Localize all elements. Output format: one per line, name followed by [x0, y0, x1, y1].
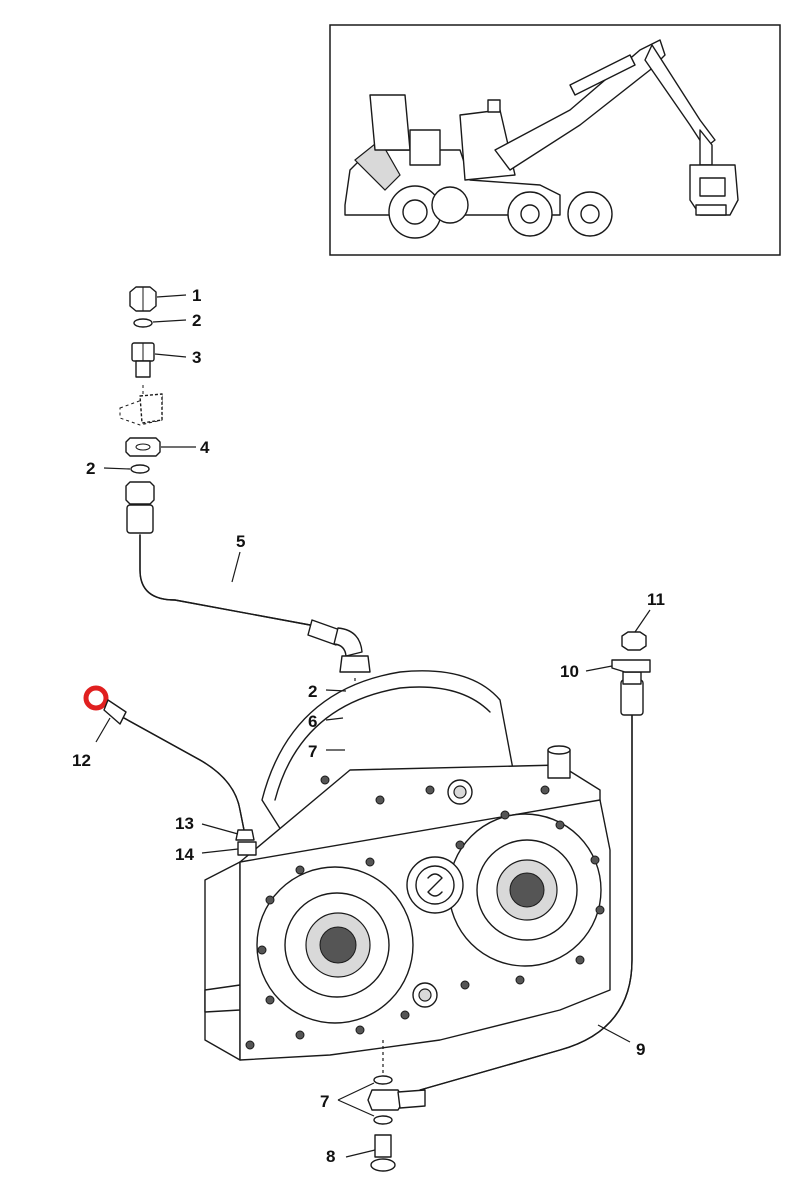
callout-10: 10	[560, 662, 579, 681]
callout-5: 5	[236, 532, 245, 551]
seal-washer-part-7-upper	[373, 1075, 393, 1085]
callout-9: 9	[636, 1040, 645, 1059]
machine-overview-inset	[329, 24, 781, 256]
upper-fitting-assembly	[119, 286, 163, 534]
callout-12: 12	[72, 751, 91, 770]
leader-lines	[95, 294, 651, 1158]
hydraulic-hose-part-5	[139, 534, 371, 673]
seal-washer-part-7-lower	[373, 1115, 393, 1125]
seal-ring-part-13	[235, 829, 255, 841]
lock-nut-part-4	[125, 437, 161, 457]
return-pipe-part-9	[419, 671, 644, 1091]
callout-labels: 1 2 3 4 2 5 11 10 2 6 7 12 13 14 9 7 8	[72, 286, 665, 1166]
callout-8: 8	[326, 1147, 335, 1166]
callout-2-lower: 2	[86, 459, 95, 478]
dipstick-ring-handle-highlighted	[83, 685, 109, 711]
callout-14: 14	[175, 845, 194, 864]
callout-2-upper: 2	[192, 311, 201, 330]
callout-2-center: 2	[308, 682, 317, 701]
callout-11: 11	[647, 590, 665, 609]
adapter-part-14	[237, 841, 257, 856]
bracket-clip-part-10	[611, 659, 651, 673]
callout-13: 13	[175, 814, 194, 833]
gearbox-housing	[204, 670, 611, 1075]
seal-washer-part-2	[133, 318, 153, 328]
dipstick-assembly	[83, 685, 257, 856]
callout-4: 4	[200, 438, 210, 457]
housing-bolts	[245, 775, 605, 1050]
callout-7-bottom: 7	[320, 1092, 329, 1111]
callout-3: 3	[192, 348, 201, 367]
harvester-machine-illustration	[344, 39, 739, 239]
plug-part-11	[621, 631, 647, 651]
callout-7-center: 7	[308, 742, 317, 761]
callout-6: 6	[308, 712, 317, 731]
banjo-fitting-assembly	[367, 1075, 426, 1172]
seal-washer-part-2-lower	[130, 464, 150, 474]
callout-1: 1	[192, 286, 201, 305]
banjo-bolt-part-8	[374, 1134, 392, 1158]
